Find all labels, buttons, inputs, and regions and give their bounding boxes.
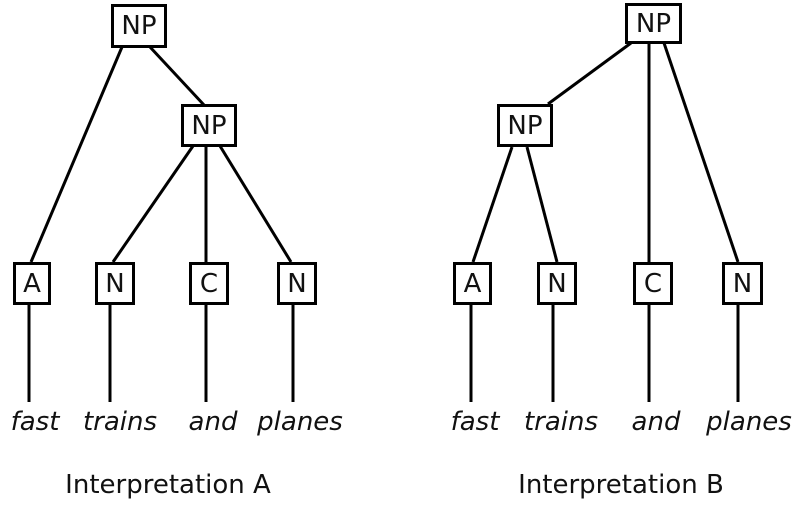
node-b-leaf-conjunction: C: [633, 262, 673, 305]
edge-b-innerNP-to-N1: [525, 146, 559, 263]
node-a-leaf-noun-1: N: [95, 262, 135, 305]
edge-a-root-to-innerNP: [148, 45, 206, 107]
word-b-fast: fast: [450, 407, 500, 437]
edge-b-innerNP-to-A: [471, 146, 514, 263]
word-b-planes: planes: [706, 407, 792, 437]
node-a-leaf-adjective: A: [13, 262, 51, 305]
node-b-leaf-adjective: A: [453, 262, 492, 305]
word-b-trains: trains: [523, 407, 599, 437]
node-b-leaf-noun-1: N: [537, 262, 577, 305]
node-b-leaf-noun-2: N: [722, 262, 763, 305]
edge-a-root-to-A: [29, 46, 124, 263]
edge-a-innerNP-to-N2: [218, 145, 293, 263]
word-a-and: and: [188, 407, 238, 437]
word-a-trains: trains: [82, 407, 158, 437]
node-a-leaf-conjunction: C: [189, 262, 229, 305]
caption-interpretation-a: Interpretation A: [65, 470, 271, 500]
node-b-root-np: NP: [625, 3, 682, 44]
node-b-inner-np: NP: [497, 104, 553, 147]
node-a-root-np: NP: [111, 4, 167, 48]
node-a-leaf-noun-2: N: [277, 262, 317, 305]
edge-b-root-to-N2: [662, 42, 740, 263]
node-a-inner-np: NP: [181, 104, 237, 147]
edge-b-root-to-innerNP: [547, 41, 632, 106]
word-b-and: and: [631, 407, 681, 437]
edge-a-innerNP-to-N1: [111, 145, 195, 263]
word-a-planes: planes: [257, 407, 343, 437]
caption-interpretation-b: Interpretation B: [518, 470, 724, 500]
word-a-fast: fast: [10, 407, 60, 437]
